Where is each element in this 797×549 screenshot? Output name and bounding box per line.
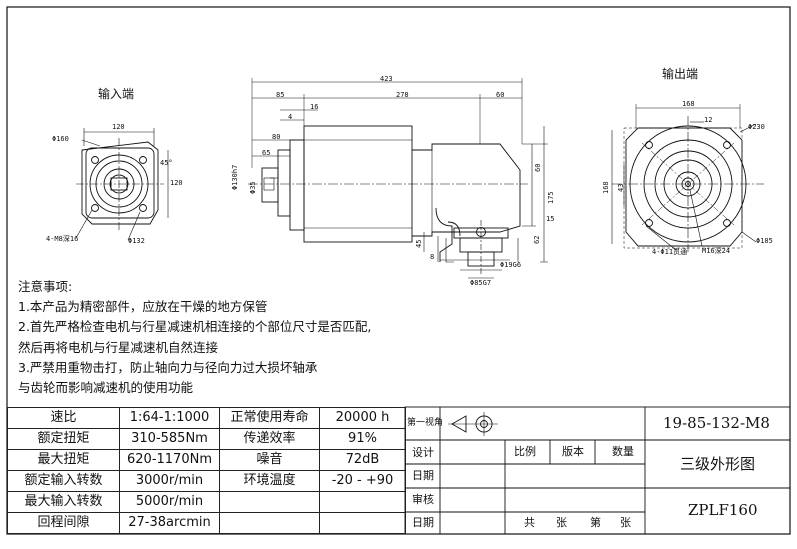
- dim-side-spigot: Φ130h7: [231, 164, 239, 190]
- dim-side-output-bore: Φ19G6: [500, 261, 522, 269]
- dim-input-pcd: Φ160: [52, 135, 69, 143]
- spec-label: [219, 512, 320, 534]
- review-label: 审核: [412, 493, 434, 506]
- spec-value: 20000 h: [319, 407, 406, 429]
- dim-side-175: 175: [547, 191, 555, 204]
- spec-value: 72dB: [319, 449, 406, 471]
- quantity-label: 数量: [612, 445, 634, 458]
- notes-title: 注意事项:: [18, 279, 73, 294]
- dim-side-62: 62: [533, 235, 541, 244]
- drawing-border: [6, 6, 791, 535]
- dim-output-43: 43: [617, 183, 625, 192]
- spec-label: 速比: [7, 407, 120, 429]
- spec-value: 310-585Nm: [119, 428, 220, 450]
- sheets-total: 共: [524, 516, 535, 529]
- spec-value: 1:64-1:1000: [119, 407, 220, 429]
- table-row: 最大输入转数 5000r/min: [7, 491, 406, 513]
- table-row: 最大扭矩 620-1170Nm 噪音 72dB: [7, 449, 406, 471]
- dim-output-12: 12: [704, 116, 713, 124]
- spec-value: 91%: [319, 428, 406, 450]
- dim-side-15: 15: [546, 215, 555, 223]
- dim-input-holes: 4-M8深16: [46, 235, 79, 243]
- spec-value: [319, 491, 406, 513]
- drawing-number: 19-85-132-M8: [663, 414, 770, 432]
- date-label-2: 日期: [412, 516, 434, 529]
- dim-side-278: 278: [396, 91, 409, 99]
- spec-value: 5000r/min: [119, 491, 220, 513]
- input-end-view: [75, 128, 169, 241]
- spec-value: 620-1170Nm: [119, 449, 220, 471]
- dim-output-width: 168: [682, 100, 695, 108]
- version-label: 版本: [562, 445, 584, 458]
- note-line-3: 然后再将电机与行星减速机自然连接: [18, 340, 219, 355]
- dim-output-holes: 4-Φ11贯通: [652, 248, 688, 256]
- spec-value: [319, 512, 406, 534]
- spec-label: 噪音: [219, 449, 320, 471]
- spec-label: 额定扭矩: [7, 428, 120, 450]
- design-label: 设计: [412, 446, 434, 459]
- specs-table: 速比 1:64-1:1000 正常使用寿命 20000 h 额定扭矩 310-5…: [7, 407, 406, 534]
- sheets-word: 张: [556, 516, 567, 529]
- dim-side-65: 65: [262, 149, 271, 157]
- input-end-label: 输入端: [98, 87, 135, 101]
- dim-input-bore: Φ132: [128, 237, 145, 245]
- spec-value: 27-38arcmin: [119, 512, 220, 534]
- projection-label: 第一视角: [407, 418, 444, 428]
- dim-output-tap: M16深24: [702, 247, 731, 255]
- spec-label: 额定输入转数: [7, 470, 120, 492]
- scale-label: 比例: [514, 445, 536, 458]
- spec-label: 最大扭矩: [7, 449, 120, 471]
- side-view: [248, 78, 548, 279]
- table-row: 额定输入转数 3000r/min 环境温度 -20 - +90: [7, 470, 406, 492]
- dim-side-4: 4: [288, 113, 293, 121]
- dim-output-pcd: Φ230: [748, 123, 765, 131]
- dim-input-angle: 45°: [160, 159, 173, 167]
- dim-side-8: 8: [430, 253, 435, 261]
- table-row: 额定扭矩 310-585Nm 传递效率 91%: [7, 428, 406, 450]
- spec-label: 回程间隙: [7, 512, 120, 534]
- sheet-no: 第: [590, 516, 601, 529]
- dim-input-width: 120: [112, 123, 125, 131]
- dim-side-overall: 423: [380, 75, 393, 83]
- dim-input-height: 120: [170, 179, 183, 187]
- drawing-title: 三级外形图: [680, 455, 756, 473]
- dim-side-output-spigot: Φ85G7: [470, 279, 492, 287]
- spec-value: -20 - +90: [319, 470, 406, 492]
- output-end-label: 输出端: [662, 67, 699, 81]
- model-number: ZPLF160: [688, 501, 758, 519]
- note-line-4: 3.严禁用重物击打，防止轴向力与径向力过大损坏轴承: [18, 360, 318, 375]
- dim-side-85: 85: [276, 91, 285, 99]
- spec-label: 正常使用寿命: [219, 407, 320, 429]
- note-line-2: 2.首先严格检查电机与行星减速机相连接的个部位尺寸是否匹配,: [18, 319, 372, 334]
- spec-value: 3000r/min: [119, 470, 220, 492]
- dim-output-spigot: Φ185: [756, 237, 773, 245]
- spec-label: [219, 491, 320, 513]
- spec-label: 传递效率: [219, 428, 320, 450]
- sheet-word: 张: [620, 516, 631, 529]
- dim-side-16: 16: [310, 103, 319, 111]
- table-row: 回程间隙 27-38arcmin: [7, 512, 406, 534]
- dim-side-60-right: 60: [534, 163, 542, 172]
- spec-label: 最大输入转数: [7, 491, 120, 513]
- spec-label: 环境温度: [219, 470, 320, 492]
- table-row: 速比 1:64-1:1000 正常使用寿命 20000 h: [7, 407, 406, 429]
- date-label-1: 日期: [412, 469, 434, 482]
- dim-output-height: 168: [602, 181, 610, 194]
- note-line-5: 与齿轮而影响减速机的使用功能: [18, 380, 194, 395]
- dim-side-60-top: 60: [496, 91, 505, 99]
- note-line-1: 1.本产品为精密部件，应放在干燥的地方保管: [18, 299, 268, 314]
- dim-side-80: 80: [272, 133, 281, 141]
- dim-side-shaft: Φ35: [249, 181, 257, 194]
- dim-side-45: 45: [415, 239, 423, 248]
- first-angle-projection-icon: [448, 412, 498, 436]
- output-end-view: [611, 104, 764, 252]
